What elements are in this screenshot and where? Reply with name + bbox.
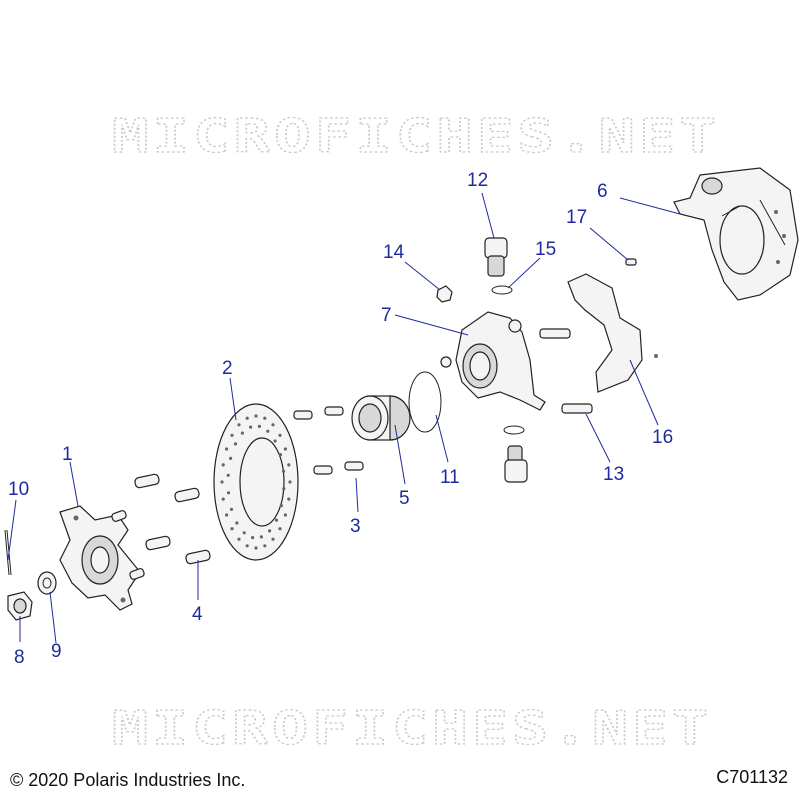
part-nut: [436, 285, 453, 303]
part-bolts-3: [293, 406, 364, 475]
part-wheel-studs: [134, 473, 211, 565]
rotor-hole: [288, 480, 292, 484]
rotor-hole: [281, 469, 286, 473]
rotor-hole: [225, 513, 229, 517]
callout-6: 6: [597, 181, 608, 202]
callout-8: 8: [14, 647, 25, 668]
rotor-hole: [229, 456, 233, 460]
rotor-hole: [230, 527, 234, 531]
callout-14: 14: [383, 242, 405, 263]
rotor-hole: [287, 497, 291, 501]
part-lower-ball-joint: [503, 425, 528, 483]
rotor-hole: [220, 480, 224, 484]
callout-5: 5: [399, 488, 410, 509]
rotor-hole: [268, 529, 272, 533]
rotor-hole: [271, 423, 275, 427]
callout-1: 1: [62, 444, 73, 465]
part-caliper-bracket: [567, 273, 658, 393]
rotor-hole: [237, 537, 241, 541]
drawing-number: C701132: [716, 767, 788, 787]
part-small-screw: [625, 258, 637, 266]
callout-12: 12: [467, 170, 488, 191]
rotor-hole: [237, 423, 241, 427]
callout-4: 4: [192, 604, 203, 625]
callout-9: 9: [51, 641, 62, 662]
rotor-hole: [274, 518, 279, 522]
part-cotter-pin: [4, 529, 12, 576]
rotor-hole: [263, 544, 267, 548]
part-knuckle: [440, 311, 546, 411]
watermark-bottom: MICROFICHES.NET: [112, 701, 712, 755]
rotor-hole: [235, 521, 239, 525]
rotor-hole: [225, 447, 229, 451]
part-upper-ball-joint: [484, 237, 508, 277]
watermark-top: MICROFICHES.NET: [112, 109, 720, 163]
callout-2: 2: [222, 358, 233, 379]
rotor-hole: [230, 433, 234, 437]
part-brake-rotor: [213, 403, 299, 561]
rotor-hole: [254, 546, 258, 550]
rotor-hole: [278, 527, 282, 531]
part-knuckle-bolts: [539, 328, 593, 414]
rotor-hole: [287, 463, 291, 467]
rotor-hole: [221, 497, 225, 501]
part-castle-nut: [7, 591, 33, 621]
callout-16: 16: [652, 427, 673, 448]
rotor-hole: [283, 513, 287, 517]
rotor-hole: [245, 544, 249, 548]
rotor-hole: [254, 414, 258, 418]
leader-lines: [7, 192, 681, 644]
rotor-hole: [245, 416, 249, 420]
rotor-hole: [249, 425, 253, 429]
copyright-notice: © 2020 Polaris Industries Inc.: [10, 770, 246, 790]
callout-13: 13: [603, 464, 624, 485]
rotor-hole: [242, 531, 246, 535]
rotor-hole: [279, 504, 283, 508]
part-caliper: [673, 167, 799, 301]
rotor-hole: [278, 433, 282, 437]
rotor-hole: [233, 442, 238, 446]
rotor-hole: [257, 424, 261, 428]
part-upper-snap-ring: [491, 285, 513, 295]
rotor-hole: [240, 431, 244, 435]
callout-17: 17: [566, 207, 587, 228]
rotor-hole: [273, 439, 277, 443]
rotor-hole: [263, 416, 267, 420]
callout-3: 3: [350, 516, 361, 537]
rotor-hole: [251, 536, 255, 540]
part-bearing: [351, 395, 411, 441]
rotor-hole: [221, 463, 225, 467]
part-snap-ring: [408, 371, 442, 433]
callout-10: 10: [8, 479, 29, 500]
part-hub: [59, 505, 145, 611]
rotor-hole: [229, 507, 234, 511]
rotor-hole: [271, 537, 275, 541]
rotor-hole: [259, 535, 263, 539]
rotor-hole: [266, 429, 270, 433]
part-washer: [37, 571, 57, 595]
rotor-hole: [278, 453, 283, 457]
rotor-hole: [226, 473, 230, 477]
rotor-hole: [226, 491, 231, 495]
callout-11: 11: [440, 467, 460, 488]
rotor-hole: [283, 447, 287, 451]
callouts: 1 2 3 4 5 6 7 8 9 10 11 12 13 14 15 16 1…: [8, 170, 673, 668]
callout-7: 7: [381, 305, 392, 326]
rotor-hole: [282, 487, 286, 491]
callout-15: 15: [535, 239, 556, 260]
